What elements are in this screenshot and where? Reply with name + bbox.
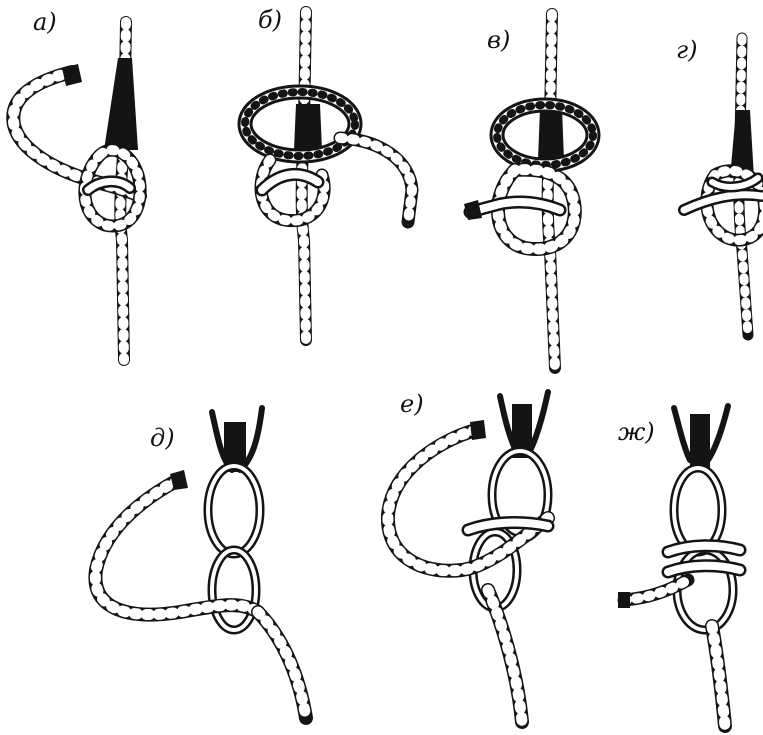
bracket-shadow	[690, 414, 710, 470]
panel-d-label: д)	[150, 424, 175, 452]
panel-g: г)	[676, 36, 763, 335]
chain-link-lower-highlight	[212, 550, 256, 630]
panel-b: б)	[245, 6, 412, 340]
turn-shadow	[538, 108, 564, 160]
chain-link-upper-highlight	[208, 466, 260, 554]
standing-rope-texture	[712, 626, 725, 726]
panel-a: а)	[13, 8, 140, 360]
chain-link-upper-highlight	[674, 468, 722, 552]
panel-zh-label: ж)	[618, 418, 655, 446]
rope-end-tip	[62, 64, 82, 86]
panel-g-label: г)	[676, 36, 698, 64]
working-end-texture	[340, 138, 412, 222]
panel-a-label: а)	[33, 8, 57, 36]
panel-e-label: е)	[400, 390, 424, 418]
rope-end-tip	[618, 592, 630, 608]
rope-strand-texture	[548, 14, 555, 368]
panel-zh: ж)	[618, 406, 740, 726]
panel-e: е)	[388, 390, 548, 722]
loop-shadow	[104, 58, 138, 150]
turn-shadow	[294, 104, 322, 150]
panel-v: в)	[464, 14, 593, 368]
panel-v-label: в)	[487, 26, 510, 54]
panel-d: д)	[95, 408, 306, 718]
rope-end-tip	[470, 420, 486, 440]
panel-b-label: б)	[258, 6, 282, 34]
